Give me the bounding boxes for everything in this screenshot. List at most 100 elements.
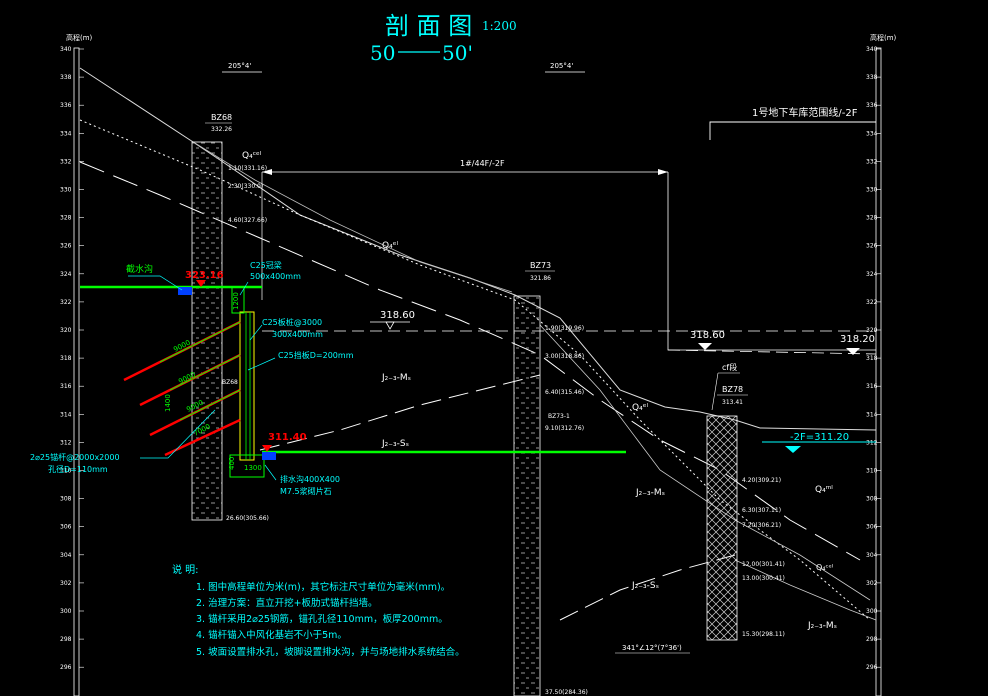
bz68-depth-1: 1.10(331.16): [228, 165, 267, 172]
crown-beam: [231, 286, 245, 314]
level-line-right: [667, 349, 877, 355]
elev-marker-31860-a: [370, 321, 410, 330]
bz73-depth-4: 9.10(312.76): [545, 425, 584, 432]
elevation-tick-label: 318: [866, 355, 878, 362]
drain-bottom-label: 排水沟400X400: [280, 474, 340, 484]
bz73-depth-3: 6.40(315.46): [545, 389, 584, 396]
drawing-title: 剖 面 图: [385, 12, 472, 40]
elevation-tick-label: 330: [866, 187, 878, 194]
left-elevation-header: 高程(m): [66, 33, 93, 42]
borehole-bz68: [191, 141, 223, 521]
note-2: 2. 治理方案：直立开挖+板肋式锚杆挡墙。: [196, 597, 378, 609]
elevation-tick-label: 330: [60, 187, 72, 194]
top-elev-marker: [196, 280, 206, 287]
dim-1200: 1200: [232, 292, 240, 310]
bz68-marker: BZ68: [222, 379, 238, 386]
elevation-tick-label: 328: [866, 215, 878, 222]
svg-text:205°4': 205°4': [550, 62, 573, 70]
bz78-depth-4: 12.00(301.41): [742, 561, 785, 568]
elevation-tick-label: 296: [60, 664, 72, 671]
elevation-tick-label: 304: [866, 552, 878, 559]
bz78-elevation: 313.41: [722, 399, 743, 406]
bz73-sample: BZ73-1: [548, 413, 570, 420]
elevation-tick-label: 338: [60, 74, 72, 81]
span-arrow: [262, 169, 668, 175]
layer-q4-right: Q₄ᵉˡ: [632, 403, 648, 413]
elevation-tick-label: 298: [60, 636, 72, 643]
elevation-tick-label: 310: [60, 468, 72, 475]
elevation-tick-label: 324: [866, 271, 878, 278]
bz68-depth-2: 2.30(330.0): [228, 183, 263, 190]
elevation-tick-label: 310: [866, 468, 878, 475]
dim-400: 400: [228, 457, 236, 470]
garage-label: 1号地下车库范围线/-2F: [752, 106, 858, 119]
bz78-depth-6: 15.30(298.11): [742, 631, 785, 638]
garage-outline: [667, 172, 876, 351]
floor-level-marker: [785, 446, 801, 453]
borehole-bz73: [513, 295, 541, 696]
bz73-elevation: 321.86: [530, 275, 551, 282]
leader-lines: [128, 275, 277, 481]
elevation-tick-label: 336: [866, 102, 878, 109]
elevation-tick-label: 296: [866, 664, 878, 671]
layer-j-right: J₂₋₃-Mₛ: [807, 621, 837, 631]
orientation-mark-left: 205°4': [222, 62, 262, 73]
bz68-id: BZ68: [211, 113, 232, 122]
elevation-tick-label: 316: [866, 383, 878, 390]
elevation-tick-label: 334: [60, 130, 72, 137]
bz78-depth-2: 6.30(307.11): [742, 507, 781, 514]
crown-beam-label: C25冠梁: [250, 261, 282, 270]
elevation-tick-label: 322: [866, 299, 878, 306]
bottom-elev-marker: [262, 445, 272, 452]
drain-top-label: 截水沟: [126, 263, 153, 275]
retaining-wall: [239, 311, 255, 461]
layer-q4-right-small: Q₄ᶜᵉˡ: [816, 563, 833, 572]
pile-size: 300x400mm: [272, 330, 323, 339]
elevation-tick-label: 326: [866, 243, 878, 250]
bz73-depth-2: 3.00(318.86): [545, 353, 584, 360]
note-1: 1. 图中高程单位为米(m)，其它标注尺寸单位为毫米(mm)。: [196, 581, 450, 593]
section-label-left: 50: [370, 41, 395, 65]
layer-boundary-dashed-1: [79, 161, 861, 561]
right-elevation-header: 高程(m): [870, 33, 897, 42]
top-drain-symbol: [178, 287, 192, 295]
layer-j-center: J₂₋₃-Mₛ: [635, 488, 665, 498]
anchor-hole: 孔径D=110mm: [48, 464, 108, 474]
rock-boundary-lower: [734, 559, 877, 621]
elevation-tick-label: 308: [60, 496, 72, 503]
bottom-drain-symbol: [262, 452, 276, 460]
bz78-id: BZ78: [722, 385, 743, 394]
layer-j-lower: J₂₋₃-Sₛ: [631, 581, 659, 591]
notes-heading: 说 明:: [172, 563, 199, 576]
layer-j-mid: J₂₋₃-Mₛ: [381, 373, 411, 383]
note-3: 3. 锚杆采用2⌀25钢筋，锚孔孔径110mm，板厚200mm。: [196, 613, 448, 625]
fill-label: cf段: [722, 362, 737, 372]
elevation-tick-label: 320: [866, 327, 878, 334]
left-elevation-ruler: 3403383363343323303283263243223203183163…: [60, 46, 84, 696]
elevation-tick-label: 308: [866, 496, 878, 503]
elevation-tick-label: 300: [866, 608, 878, 615]
layer-j-left: J₂₋₃-Sₛ: [381, 439, 409, 449]
bz68-depth-4: 26.60(305.66): [226, 515, 269, 522]
elevation-tick-label: 322: [60, 299, 72, 306]
elev-31860-a: 318.60: [380, 310, 415, 321]
elevation-tick-label: 332: [60, 158, 72, 165]
elevation-tick-label: 312: [60, 439, 72, 446]
elev-31140: 311.40: [268, 432, 307, 443]
layer-q4-fill: Q₄ᵐˡ: [815, 485, 833, 495]
span-label: 1#/44F/-2F: [460, 159, 505, 168]
elevation-tick-label: 316: [60, 383, 72, 390]
elev-31860-b: 318.60: [690, 330, 725, 341]
elevation-tick-label: 332: [866, 158, 878, 165]
layer-q4-top: Q₄ᶜᵉˡ: [242, 151, 262, 161]
dim-1400: 1400: [164, 394, 172, 412]
note-4: 4. 锚杆锚入中风化基岩不小于5m。: [196, 629, 347, 641]
svg-text:205°4': 205°4': [228, 62, 251, 70]
elevation-tick-label: 304: [60, 552, 72, 559]
layer-q4-mid: Q₄ᵉˡ: [382, 241, 398, 251]
elevation-tick-label: 302: [866, 580, 878, 587]
elevation-tick-label: 336: [60, 102, 72, 109]
elevation-tick-label: 302: [60, 580, 72, 587]
section-label-right: 50': [442, 41, 473, 65]
